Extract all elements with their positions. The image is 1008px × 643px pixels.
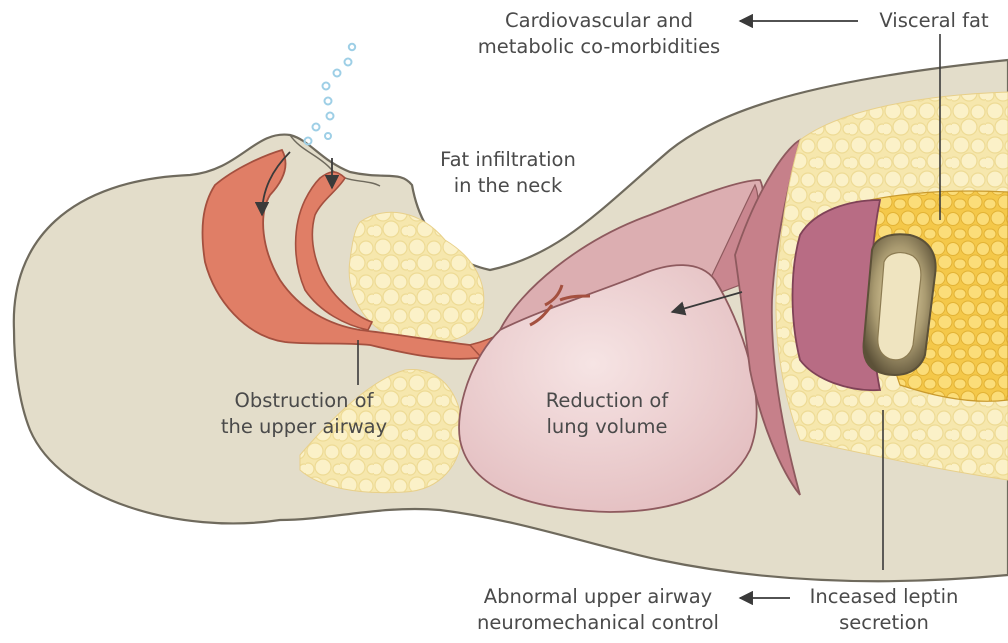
- label-increased-leptin: Inceased leptin secretion: [796, 584, 972, 636]
- label-obstruction-upper-airway: Obstruction of the upper airway: [204, 388, 404, 440]
- label-fat-infiltration-neck: Fat infiltration in the neck: [418, 147, 598, 199]
- label-reduction-lung-volume: Reduction of lung volume: [522, 388, 692, 440]
- label-abnormal-neuromechanical: Abnormal upper airway neuromechanical co…: [462, 584, 734, 636]
- label-visceral-fat: Visceral fat: [866, 8, 1002, 34]
- label-cardiovascular: Cardiovascular and metabolic co-morbidit…: [462, 8, 736, 60]
- breath-bubbles: [305, 44, 356, 145]
